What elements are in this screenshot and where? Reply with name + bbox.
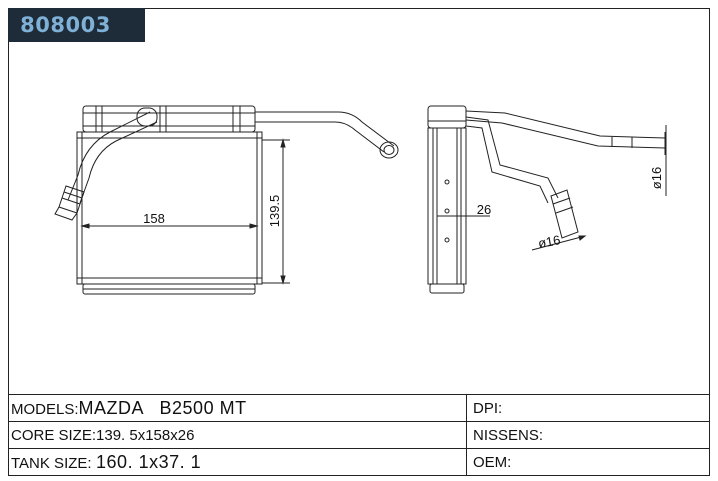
front-right-pipe — [255, 111, 399, 159]
spec-row-tank: TANK SIZE: 160. 1x37. 1 OEM: — [8, 449, 710, 477]
core-size-cell: CORE SIZE:139. 5x158x26 — [8, 422, 467, 448]
drawing-frame — [8, 8, 710, 476]
part-number: 808003 — [20, 13, 111, 37]
oem-label: OEM: — [473, 454, 512, 471]
front-core — [76, 131, 263, 285]
tank-size-value: 160. 1x37. 1 — [96, 452, 202, 472]
pipe-diameter-top-label: ø16 — [649, 167, 664, 189]
models-cell: MODELS:MAZDA B2500 MT — [8, 395, 467, 421]
side-lower-pipe — [465, 116, 579, 239]
height-dimension-label: 139.5 — [267, 195, 282, 228]
models-value: MAZDA B2500 MT — [78, 398, 247, 418]
front-dimensions — [80, 138, 290, 285]
nissens-label: NISSENS: — [473, 427, 544, 444]
dpi-label: DPI: — [473, 400, 503, 417]
width-dimension-label: 158 — [143, 211, 165, 226]
side-dimensions — [436, 125, 667, 251]
front-left-pipe — [54, 107, 158, 221]
technical-drawing: 158 139.5 26 ø16 ø16 — [54, 105, 667, 295]
pipe-diameter-bottom-label: ø16 — [537, 232, 562, 251]
depth-dimension-label: 26 — [477, 202, 491, 217]
models-label: MODELS: — [11, 401, 79, 418]
spec-row-core: CORE SIZE:139. 5x158x26 NISSENS: — [8, 422, 710, 449]
core-size-value: 139. 5x158x26 — [96, 427, 195, 444]
spec-row-models: MODELS:MAZDA B2500 MT DPI: — [8, 395, 710, 422]
side-upper-pipe — [465, 110, 666, 155]
front-top-tank — [82, 105, 256, 133]
tank-size-cell: TANK SIZE: 160. 1x37. 1 — [8, 449, 467, 475]
side-body — [427, 105, 467, 294]
front-bottom-tank — [82, 283, 256, 295]
tank-size-label: TANK SIZE: — [11, 455, 92, 472]
spec-table: MODELS:MAZDA B2500 MT DPI: CORE SIZE:139… — [8, 394, 710, 477]
core-size-label: CORE SIZE: — [11, 427, 97, 444]
part-number-badge: 808003 — [8, 8, 145, 42]
